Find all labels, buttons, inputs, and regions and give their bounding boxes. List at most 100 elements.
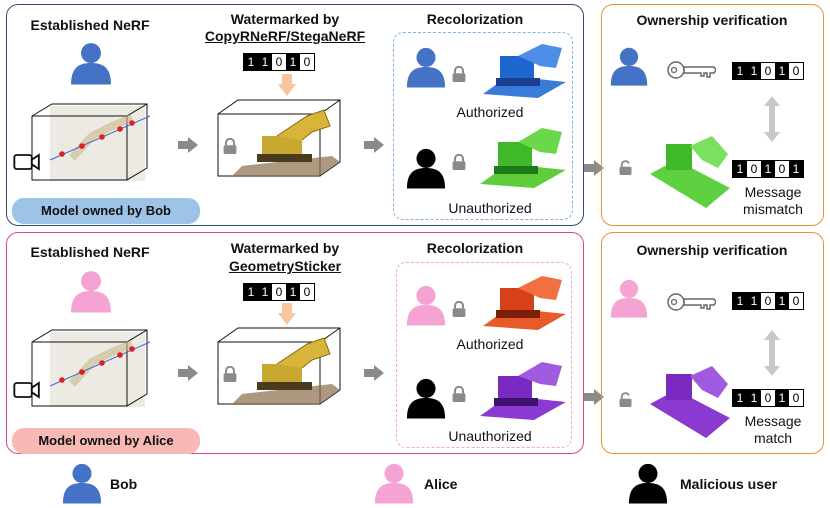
- bit-cell: 0: [789, 390, 803, 406]
- top-arrow-1: [178, 137, 198, 153]
- bit-cell: 1: [286, 54, 300, 70]
- top-owner-person-icon: [71, 43, 111, 85]
- legend-malicious-label: Malicious user: [680, 476, 778, 492]
- top-main-panel: [6, 4, 584, 226]
- bit-cell: 0: [747, 161, 761, 177]
- bottom-main-panel: [6, 232, 584, 454]
- bit-cell: 1: [733, 293, 747, 309]
- bottom-ownership-title: Ownership verification: [636, 242, 788, 258]
- bottom-verified-purple-render: [650, 366, 730, 438]
- bit-cell: 0: [789, 63, 803, 79]
- bit-cell: 0: [300, 284, 314, 300]
- bit-cell: 1: [775, 390, 789, 406]
- legend-alice-label: Alice: [424, 476, 458, 492]
- bit-cell: 1: [244, 284, 258, 300]
- legend-bob-person-icon: [62, 463, 102, 504]
- bottom-authorized-person-icon: [406, 285, 446, 326]
- top-message-line1: Message: [744, 184, 802, 200]
- bottom-compare-arrow: [764, 330, 780, 376]
- top-authorized-person-icon: [406, 47, 446, 88]
- bit-cell: 0: [789, 293, 803, 309]
- legend-malicious-person-icon: [628, 463, 668, 504]
- top-authorized-label: Authorized: [456, 104, 524, 120]
- bottom-unauthorized-purple-render: [480, 362, 566, 420]
- bottom-watermarked-line2: GeometrySticker: [228, 258, 342, 274]
- legend-bob-label: Bob: [110, 476, 138, 492]
- top-key-icon: [667, 61, 716, 79]
- bottom-extracted-lock-icon: [618, 392, 633, 407]
- bottom-message-line1: Message: [744, 413, 802, 429]
- bottom-recolorization-title: Recolorization: [426, 240, 524, 256]
- bottom-authorized-lock-icon: [451, 301, 467, 317]
- top-established-title: Established NeRF: [30, 17, 150, 33]
- top-authorized-blue-render: [483, 44, 566, 98]
- top-watermarked-line1: Watermarked by: [230, 11, 340, 27]
- top-recolorization-title: Recolorization: [426, 11, 524, 27]
- top-arrow-2: [364, 137, 384, 153]
- bottom-unauthorized-lock-icon: [451, 386, 467, 402]
- bit-cell: 1: [286, 284, 300, 300]
- bit-cell: 1: [733, 390, 747, 406]
- bottom-owner-person-icon: [71, 271, 111, 313]
- bit-cell: 0: [775, 161, 789, 177]
- bit-cell: 1: [789, 161, 803, 177]
- bit-cell: 0: [272, 54, 286, 70]
- bottom-key-icon: [667, 293, 716, 311]
- bit-cell: 0: [761, 63, 775, 79]
- bottom-ownership-panel: [601, 232, 824, 454]
- bottom-owner-badge: Model owned by Alice: [12, 428, 200, 454]
- bottom-arrow-1: [178, 365, 198, 381]
- top-authorized-lock-icon: [451, 66, 467, 82]
- top-unauthorized-person-icon: [406, 148, 446, 189]
- bit-cell: 1: [733, 63, 747, 79]
- top-unauthorized-lock-icon: [451, 154, 467, 170]
- bottom-watermarked-cube: [217, 327, 341, 405]
- bottom-unauthorized-label: Unauthorized: [448, 428, 532, 444]
- bit-cell: 0: [761, 293, 775, 309]
- bit-cell: 1: [747, 293, 761, 309]
- bottom-verifier-person-icon: [610, 279, 648, 318]
- bit-cell: 0: [272, 284, 286, 300]
- top-down-arrow: [278, 74, 296, 96]
- top-watermarked-cube: [217, 99, 341, 177]
- bottom-recolorization-box: [396, 262, 572, 448]
- bit-cell: 1: [761, 161, 775, 177]
- bit-cell: 0: [761, 390, 775, 406]
- bottom-nerf-cube: [31, 329, 151, 407]
- top-unauthorized-label: Unauthorized: [448, 200, 532, 216]
- top-message-line2: mismatch: [743, 201, 803, 217]
- bit-cell: 1: [775, 63, 789, 79]
- bottom-camera-icon: [13, 382, 40, 398]
- legend-alice-person-icon: [374, 463, 414, 504]
- bottom-established-title: Established NeRF: [30, 244, 150, 260]
- bottom-watermark-lock-icon: [222, 366, 238, 382]
- bit-cell: 1: [244, 54, 258, 70]
- bit-cell: 1: [747, 390, 761, 406]
- top-extracted-lock-icon: [618, 160, 633, 175]
- top-recolorization-box: [393, 32, 573, 220]
- bit-cell: 1: [775, 293, 789, 309]
- top-compare-arrow: [764, 96, 780, 142]
- bit-cell: 1: [747, 63, 761, 79]
- bottom-watermarked-line1: Watermarked by: [230, 240, 340, 256]
- bottom-message-line2: match: [753, 430, 793, 446]
- bottom-authorized-label: Authorized: [456, 336, 524, 352]
- top-owner-badge: Model owned by Bob: [12, 198, 200, 224]
- top-camera-icon: [13, 154, 40, 170]
- top-unauthorized-green-render: [480, 128, 566, 188]
- top-watermark-lock-icon: [222, 138, 238, 154]
- bit-cell: 1: [733, 161, 747, 177]
- top-ownership-title: Ownership verification: [636, 12, 788, 28]
- top-ownership-panel: [601, 4, 824, 226]
- top-verifier-person-icon: [610, 47, 648, 86]
- bottom-arrow-2: [364, 365, 384, 381]
- bottom-authorized-red-render: [483, 276, 566, 330]
- bottom-unauthorized-person-icon: [406, 378, 446, 419]
- top-verified-green-render: [650, 136, 730, 208]
